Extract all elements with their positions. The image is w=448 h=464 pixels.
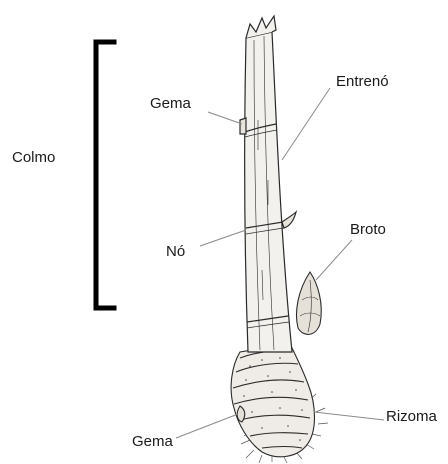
label-entreno: Entrenó xyxy=(336,74,389,89)
leader-rizoma xyxy=(314,412,384,420)
broto-shoot xyxy=(297,272,322,334)
label-rizoma: Rizoma xyxy=(386,409,437,424)
label-broto: Broto xyxy=(350,222,386,237)
colmo-bracket xyxy=(96,42,114,308)
label-colmo: Colmo xyxy=(12,150,55,165)
label-gema-top: Gema xyxy=(150,96,191,111)
leader-gema-bottom xyxy=(176,414,238,438)
rhizome-base xyxy=(231,344,314,457)
leader-entreno xyxy=(282,88,330,160)
label-gema-bottom: Gema xyxy=(132,434,173,449)
stalk xyxy=(240,16,296,352)
label-no: Nó xyxy=(166,244,185,259)
leader-gema-top xyxy=(208,112,242,124)
leader-broto xyxy=(316,240,352,280)
leader-no xyxy=(200,230,246,246)
